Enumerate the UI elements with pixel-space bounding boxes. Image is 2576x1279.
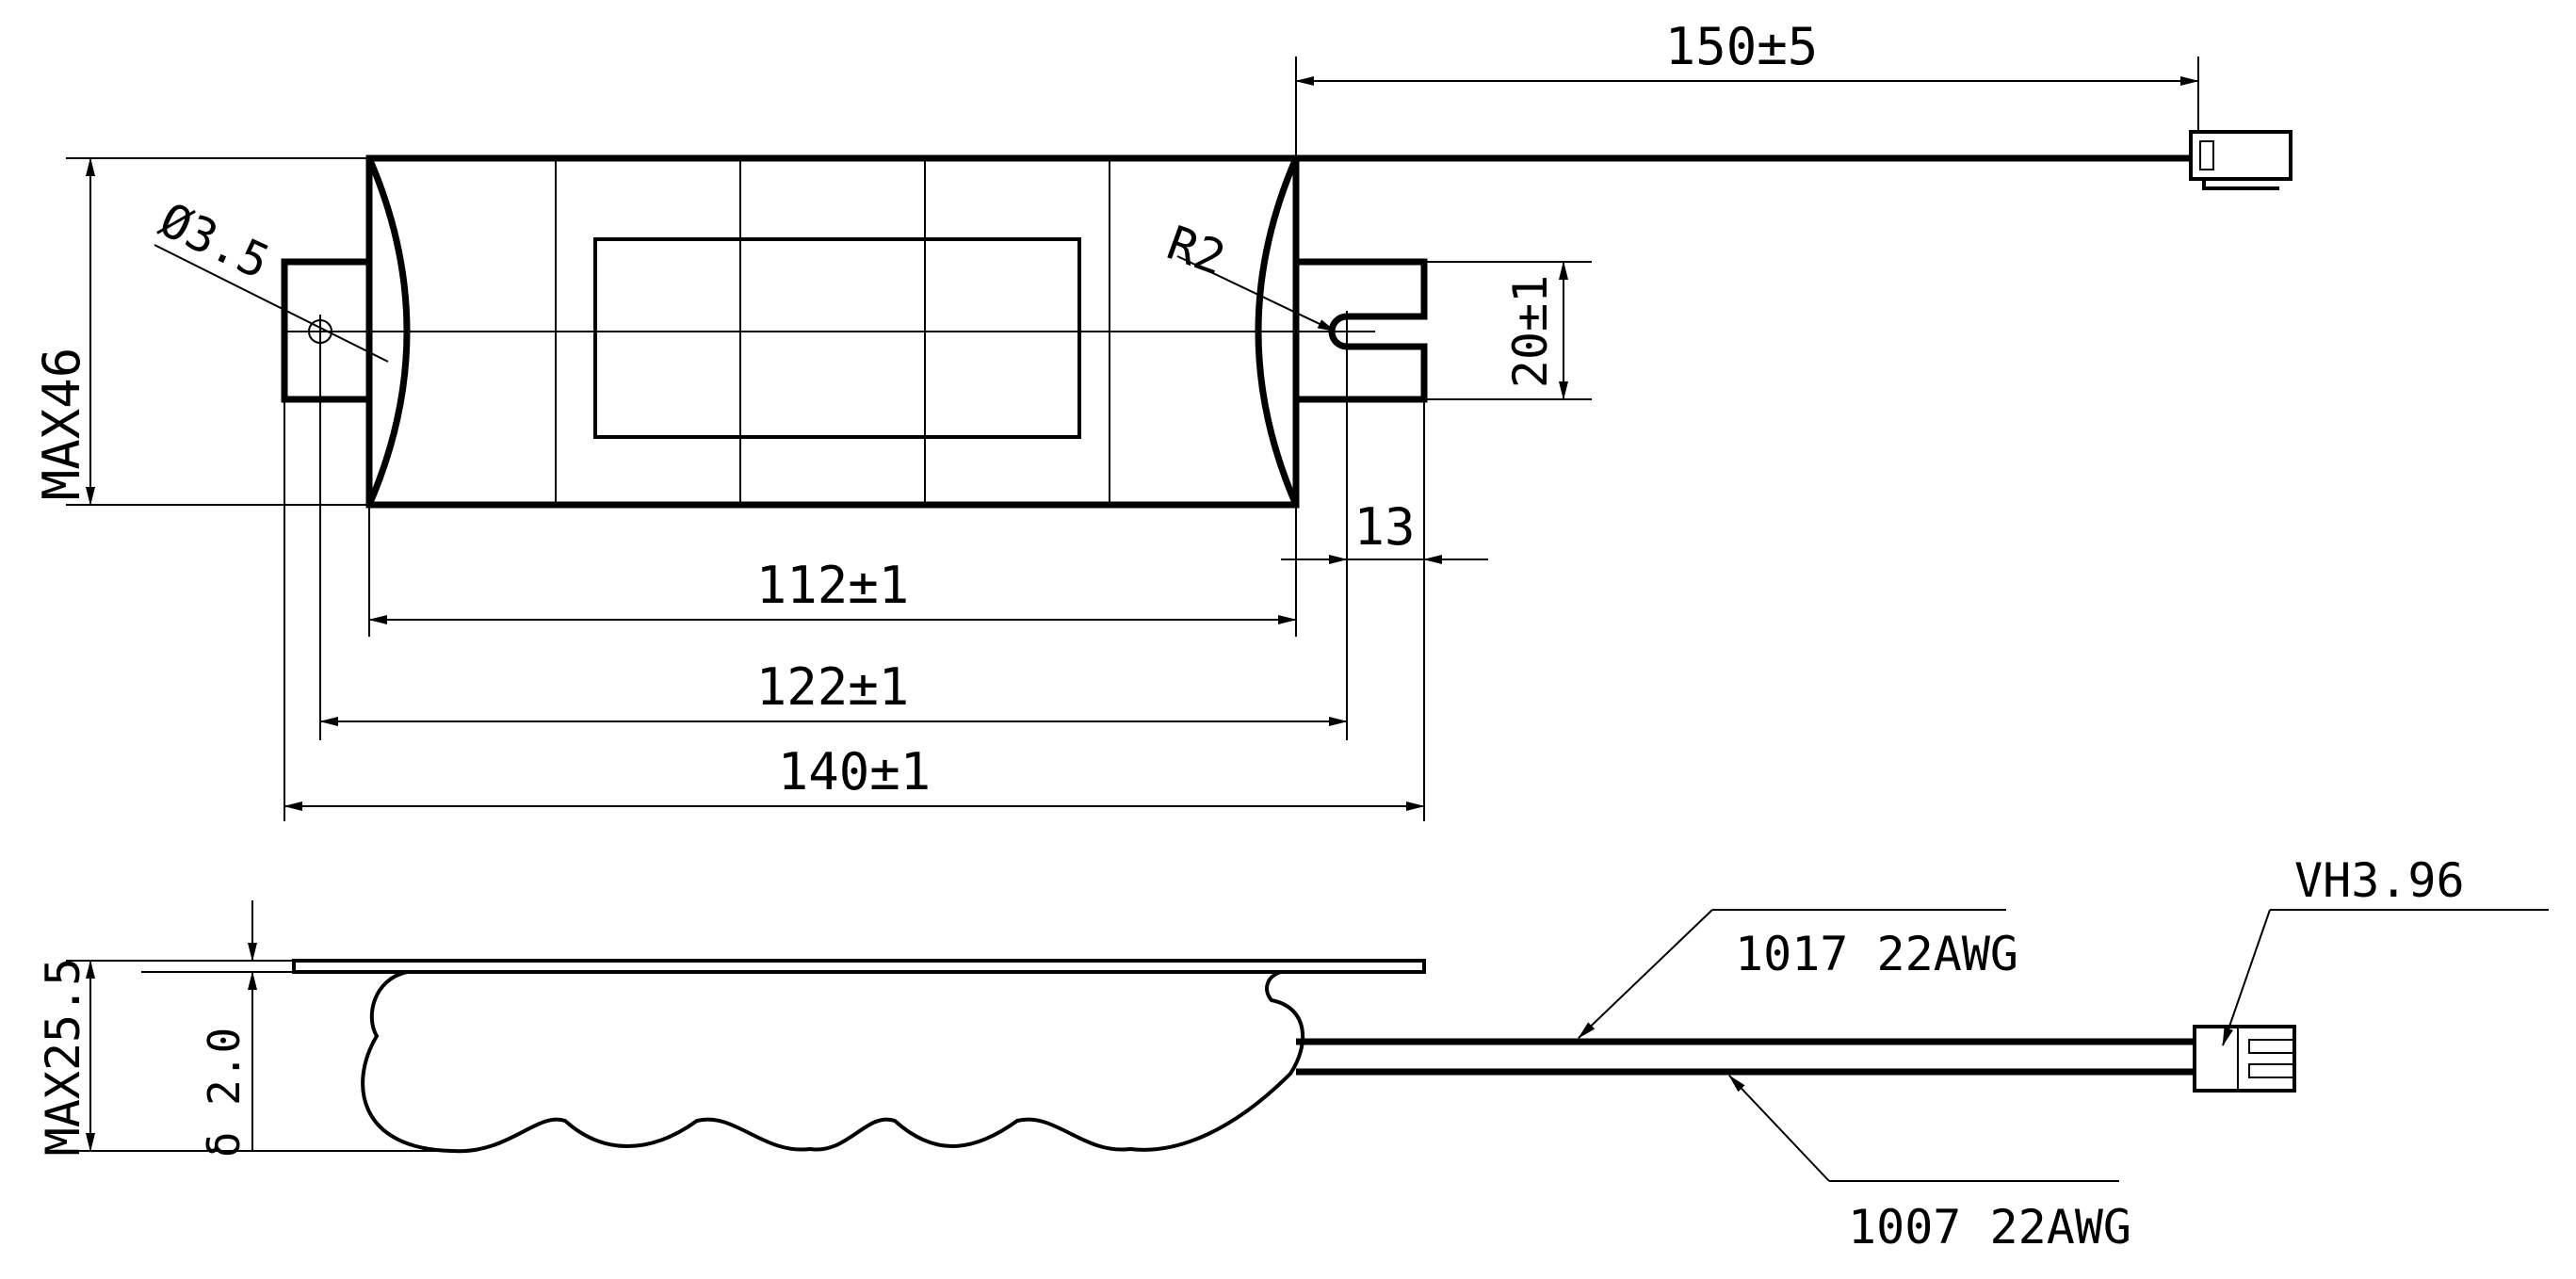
left-mounting-tab xyxy=(281,258,369,403)
dim-slot-radius: R2 xyxy=(1160,216,1337,332)
dim-body-length: 112±1 xyxy=(368,556,1297,624)
dim-tab-width: 20±1 xyxy=(1424,261,1592,400)
leader-connector: VH3.96 xyxy=(2222,853,2549,1046)
dim-overall-length: 140±1 xyxy=(284,742,1425,811)
dim-tab-width-text: 20±1 xyxy=(1503,275,1558,388)
dim-overall-length-text: 140±1 xyxy=(778,742,932,801)
connector-top-view xyxy=(2189,130,2292,190)
dim-end-tab: 13 xyxy=(1281,497,1488,564)
connector-side-view xyxy=(2193,1025,2296,1093)
dim-max-thickness: MAX25.5 xyxy=(36,958,452,1157)
dim-hole-span: 122±1 xyxy=(319,657,1348,726)
dim-hole-diameter: Ø3.5 xyxy=(152,192,389,363)
dim-plate-thickness: δ 2.0 xyxy=(141,900,294,1158)
label-connector: VH3.96 xyxy=(2294,853,2465,908)
cell-stack-profile xyxy=(361,970,1304,1154)
dim-cable-length-text: 150±5 xyxy=(1665,17,1819,76)
dim-end-tab-text: 13 xyxy=(1353,497,1415,557)
dim-plate-thickness-text: δ 2.0 xyxy=(199,1028,250,1158)
dim-slot-radius-text: R2 xyxy=(1160,216,1232,286)
label-wire-black: 1007 22AWG xyxy=(1848,1200,2131,1255)
dim-body-length-text: 112±1 xyxy=(756,556,910,615)
extension-lines xyxy=(284,311,1425,821)
dim-hole-span-text: 122±1 xyxy=(756,657,910,717)
dim-max-height-text: MAX46 xyxy=(32,348,91,501)
dim-max-height: MAX46 xyxy=(32,157,369,506)
label-wire-red: 1017 22AWG xyxy=(1735,927,2018,981)
dim-max-thickness-text: MAX25.5 xyxy=(36,958,90,1157)
top-view: 150±5 MAX46 Ø3.5 R2 20±1 xyxy=(32,17,2292,821)
side-view: MAX25.5 δ 2.0 1017 22AWG 1007 22AWG VH3.… xyxy=(36,853,2549,1255)
mounting-plate xyxy=(292,959,1426,974)
dim-cable-length: 150±5 xyxy=(1295,17,2199,158)
leader-wire-black: 1007 22AWG xyxy=(1728,1075,2131,1255)
label-area xyxy=(593,237,1081,439)
leader-wire-red: 1017 22AWG xyxy=(1578,909,2018,1039)
